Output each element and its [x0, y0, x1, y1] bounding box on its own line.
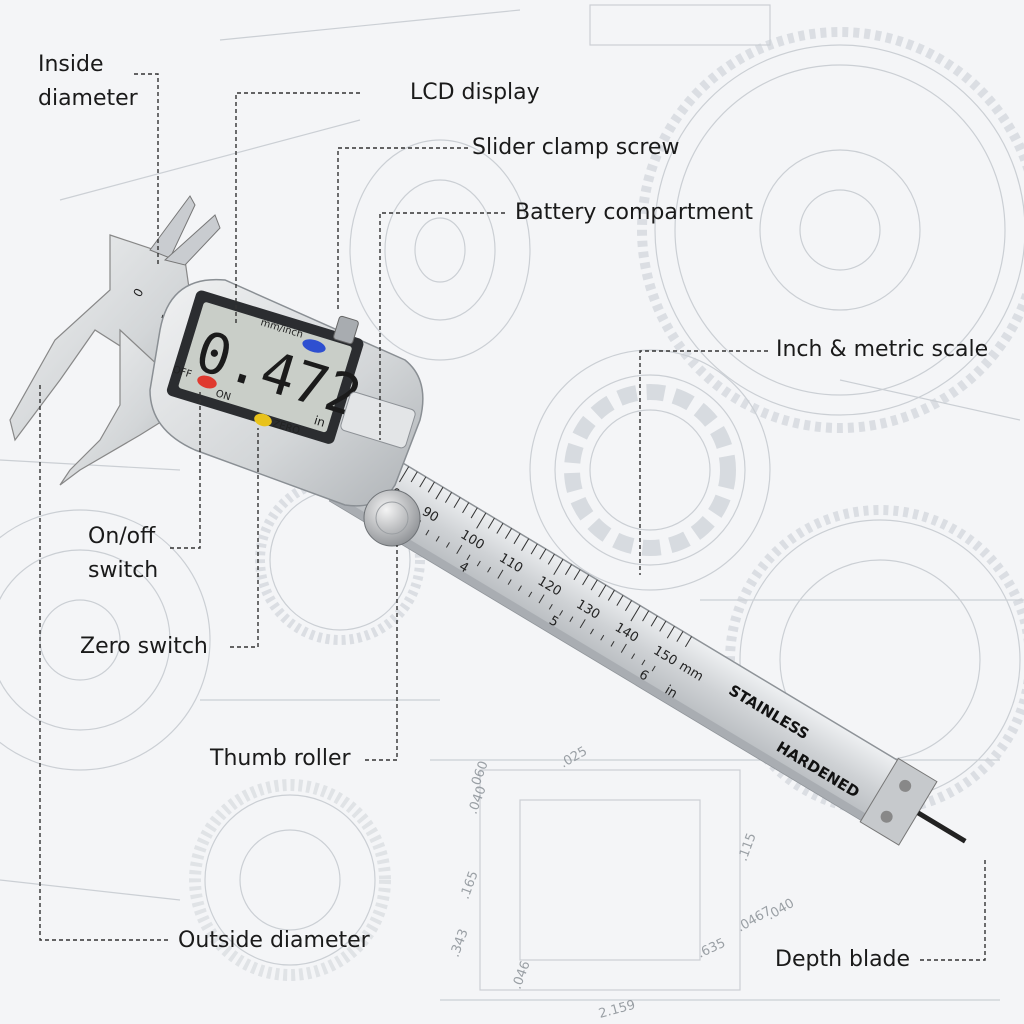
- label-inside-diameter-line1: Inside: [38, 52, 104, 77]
- label-depth-blade: Depth blade: [775, 947, 911, 972]
- label-inch-metric-scale: Inch & metric scale: [776, 337, 989, 362]
- label-battery-compartment: Battery compartment: [515, 200, 754, 225]
- bg-annotation: .040: [466, 784, 490, 816]
- mode-button: [302, 339, 326, 353]
- label-slider-clamp-screw: Slider clamp screw: [472, 135, 680, 160]
- bg-annotation: .025: [558, 744, 591, 771]
- bg-annotation: .343: [448, 927, 472, 959]
- off-label: OFF: [171, 364, 193, 380]
- bg-annotation: 2.159: [597, 998, 637, 1022]
- bg-annotation: .165: [458, 869, 482, 901]
- label-lcd-display: LCD display: [410, 80, 540, 105]
- label-onoff-switch-line2: switch: [88, 558, 159, 583]
- clamp-screw: [333, 315, 359, 345]
- on-label: ON: [214, 388, 232, 403]
- label-inside-diameter: Inside diameter: [38, 48, 138, 116]
- label-zero-switch: Zero switch: [80, 634, 208, 659]
- lcd-unit: in: [312, 413, 327, 430]
- label-onoff-switch: On/off switch: [88, 520, 158, 588]
- bg-annotation: .046: [510, 959, 534, 991]
- label-onoff-switch-line1: On/off: [88, 524, 156, 549]
- depth-blade-rod: [916, 810, 967, 844]
- off-on-button: [197, 375, 217, 389]
- bg-annotation: .115: [736, 831, 760, 863]
- thumb-roller: [363, 489, 421, 547]
- label-thumb-roller: Thumb roller: [210, 746, 351, 771]
- label-outside-diameter: Outside diameter: [178, 928, 370, 953]
- bg-annotation: .040: [765, 896, 798, 923]
- leader-lines: [39, 73, 986, 961]
- zero-button: [254, 413, 272, 427]
- mm-number: 90: [419, 504, 441, 525]
- label-inside-diameter-line2: diameter: [38, 86, 138, 111]
